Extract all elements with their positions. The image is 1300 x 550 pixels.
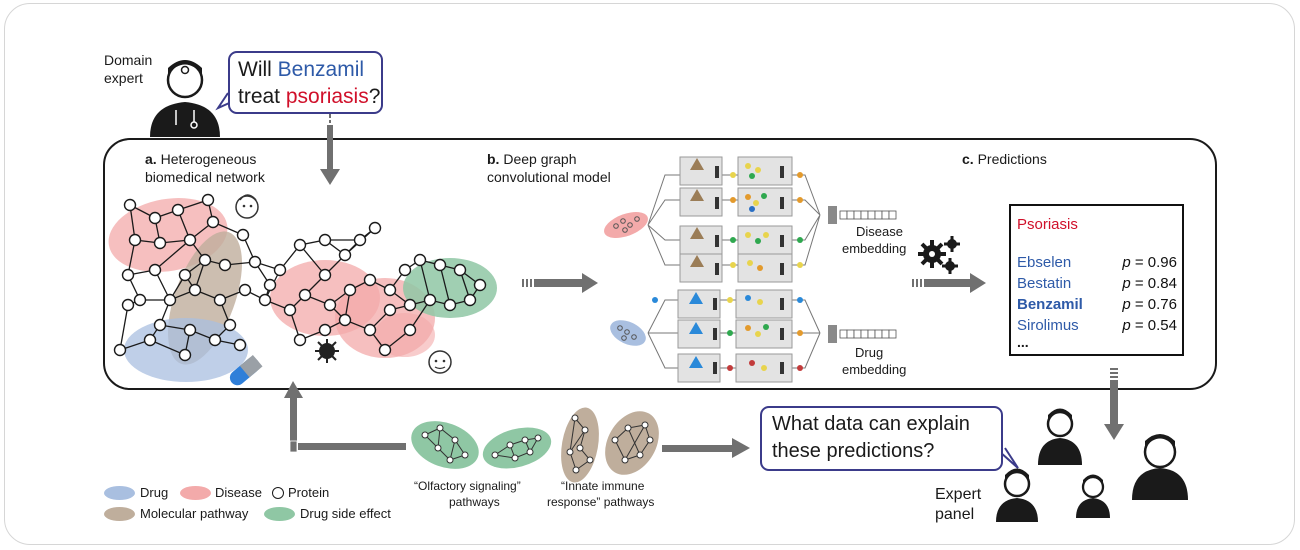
prediction-drug-name: Ebselen [1017, 254, 1072, 271]
olfactory-pathway-graphs [411, 421, 552, 469]
legend-label-disease: Disease [215, 485, 262, 500]
expert-icon-3 [1076, 474, 1110, 518]
arrow-pathways-to-question [662, 438, 750, 458]
prediction-value: p = 0.96 [1122, 254, 1177, 272]
legend-label-protein: Protein [288, 485, 330, 500]
legend-label-side-effect: Drug side effect [300, 506, 391, 521]
expert-icon-4 [996, 468, 1038, 522]
legend-label-pathway: Molecular pathway [140, 506, 249, 521]
panel-b-title-text: Deep graph [503, 151, 577, 167]
panel-a-letter: a. [145, 151, 157, 167]
arrow-network-to-model [522, 273, 598, 293]
figure-frame [4, 3, 1295, 545]
domain-expert-label-1: Domain [104, 52, 153, 68]
panel-b-title-2: convolutional model [487, 169, 611, 185]
p-label: p [1122, 254, 1131, 271]
face-icon-bottom [428, 350, 452, 374]
drug-model [610, 289, 897, 383]
question-suffix: ? [368, 85, 381, 108]
p-label: p [1122, 296, 1131, 313]
predictions-more: ... [1017, 334, 1029, 350]
network-blobs [108, 198, 497, 382]
p-label: p [1122, 317, 1131, 334]
expert-icon-2 [1132, 434, 1188, 500]
predictions-box: Psoriasis Ebselen p = 0.96 Bestatin p = … [1009, 204, 1184, 356]
legend-label-drug: Drug [140, 485, 169, 500]
question-drug: Benzamil [277, 58, 365, 81]
disease-embedding-label-2: embedding [842, 241, 907, 256]
question-disease: psoriasis [285, 85, 369, 108]
drug-embedding-label-1: Drug [855, 345, 884, 360]
expert-panel-label-2: panel [935, 506, 975, 523]
p-value: = 0.76 [1134, 296, 1177, 313]
predicted-disease: Psoriasis [1017, 216, 1078, 233]
prediction-row: Ebselen p = 0.96 [1017, 254, 1177, 272]
explain-line-2: these predictions? [772, 440, 935, 462]
question-middle: treat [238, 85, 286, 108]
expert-panel-label-1: Expert [935, 486, 982, 503]
expert-panel-icons [996, 408, 1188, 522]
p-value: = 0.54 [1134, 317, 1177, 334]
domain-expert-label-2: expert [104, 70, 143, 86]
disease-embedding-label-1: Disease [856, 224, 903, 239]
p-value: = 0.84 [1134, 275, 1177, 292]
question-line-1: Will Benzamil [238, 56, 364, 83]
gears-icon [918, 236, 960, 274]
prediction-value: p = 0.84 [1122, 275, 1177, 293]
panel-a-title-1: a. Heterogeneous [145, 151, 256, 168]
arrow-pathways-to-network [284, 381, 406, 453]
drug-embedding-label-2: embedding [842, 362, 907, 377]
question-bubble: Will Benzamil treat psoriasis? [228, 51, 383, 114]
arrow-model-to-predictions [912, 273, 986, 293]
explain-line-1: What data can explain [772, 413, 970, 435]
p-label: p [1122, 275, 1131, 292]
panel-a-title-2: biomedical network [145, 169, 265, 185]
face-icon-top [235, 194, 259, 219]
immune-label-1: “Innate immune [561, 479, 645, 493]
panel-b-title-1: b. Deep graph [487, 151, 577, 168]
immune-pathway-graphs [561, 407, 659, 483]
panel-b-letter: b. [487, 151, 500, 167]
panel-c-title: c. Predictions [962, 151, 1047, 168]
network-nodes [113, 193, 487, 362]
panel-a-title-text: Heterogeneous [160, 151, 257, 167]
prediction-value: p = 0.76 [1122, 296, 1177, 314]
olfactory-label-2: pathways [449, 495, 500, 509]
panel-c-title-text: Predictions [977, 151, 1047, 167]
prediction-drug-name: Bestatin [1017, 275, 1072, 292]
prediction-drug-name: Benzamil [1017, 296, 1083, 313]
model-container [103, 138, 1217, 390]
domain-expert-icon [150, 60, 220, 137]
immune-label-2: response” pathways [547, 495, 655, 509]
prediction-drug-name: Sirolimus [1017, 317, 1079, 334]
prediction-row: Sirolimus p = 0.54 [1017, 317, 1177, 335]
legend-swatch-drug [104, 486, 135, 500]
olfactory-label-1: “Olfactory signaling” [414, 479, 521, 493]
virus-icon [315, 339, 339, 363]
question-line-2: treat psoriasis? [238, 83, 380, 110]
prediction-row: Bestatin p = 0.84 [1017, 275, 1177, 293]
arrow-question-down [320, 113, 340, 185]
pill-icon [229, 354, 263, 386]
p-value: = 0.96 [1134, 254, 1177, 271]
panel-c-letter: c. [962, 151, 974, 167]
legend-swatch-protein [272, 487, 284, 499]
disease-model [604, 156, 897, 283]
question-prefix: Will [238, 58, 278, 81]
legend-swatch-side-effect [264, 507, 295, 521]
explain-bubble: What data can explain these predictions? [760, 406, 1003, 471]
prediction-row: Benzamil p = 0.76 [1017, 296, 1177, 314]
prediction-value: p = 0.54 [1122, 317, 1177, 335]
legend-swatch-pathway [104, 507, 135, 521]
expert-icon-1 [1038, 408, 1082, 465]
arrow-predictions-down [1104, 368, 1124, 440]
legend-swatch-disease [180, 486, 211, 500]
